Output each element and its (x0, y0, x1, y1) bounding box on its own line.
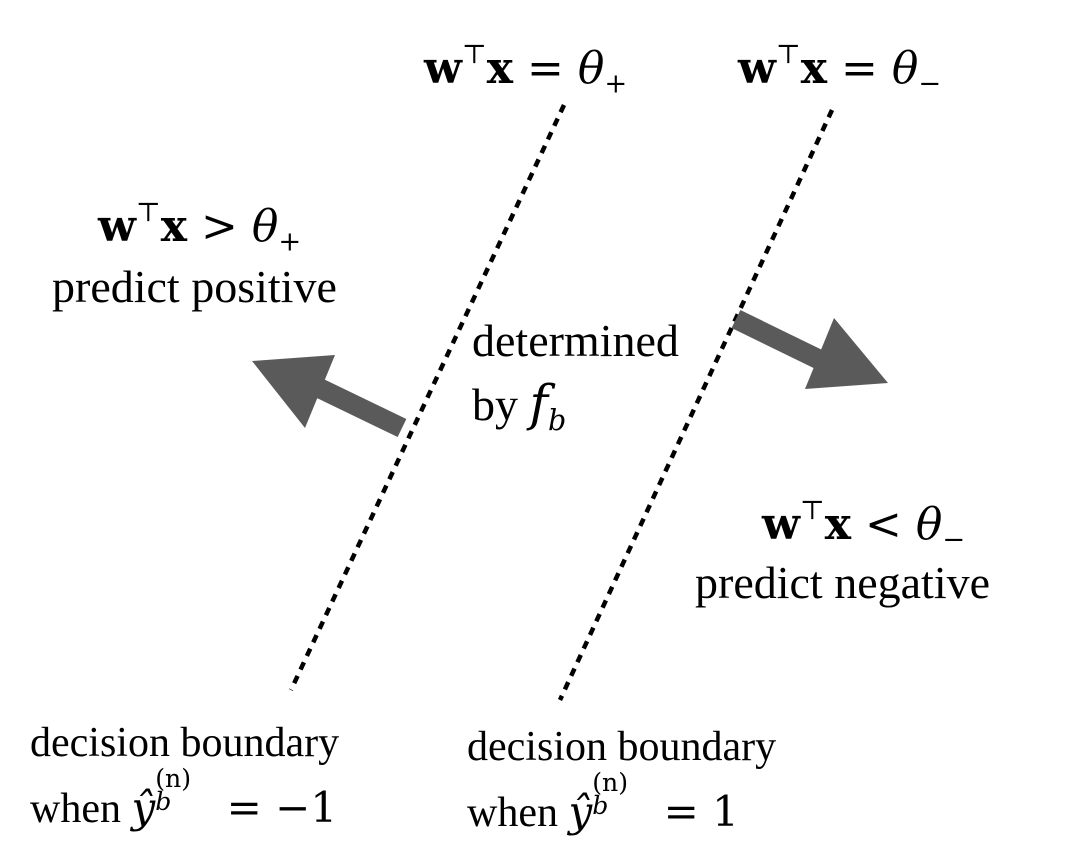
boundary-label-minus: w⊤x = θ− (738, 39, 942, 100)
caption-right-line2: when ŷ(n)b = 1 (467, 768, 739, 836)
negative-region-expression: w⊤x < θ− (762, 495, 966, 556)
caption-left-line2: when ŷ(n)b = −1 (30, 764, 338, 832)
boundary-label-plus: w⊤x = θ+ (424, 39, 628, 100)
positive-region-expression: w⊤x > θ+ (98, 197, 302, 258)
caption-left-line1: decision boundary (30, 720, 340, 766)
middle-label-line1: determined (472, 315, 679, 366)
boundary-line-plus (288, 104, 567, 691)
positive-region-label: predict positive (52, 261, 337, 312)
middle-label-line2: by fb (472, 374, 567, 437)
negative-region-label: predict negative (695, 557, 991, 608)
arrow-positive (252, 355, 407, 438)
caption-right-line1: decision boundary (467, 724, 777, 770)
arrow-negative (731, 310, 888, 389)
boundary-line-minus (557, 109, 835, 701)
